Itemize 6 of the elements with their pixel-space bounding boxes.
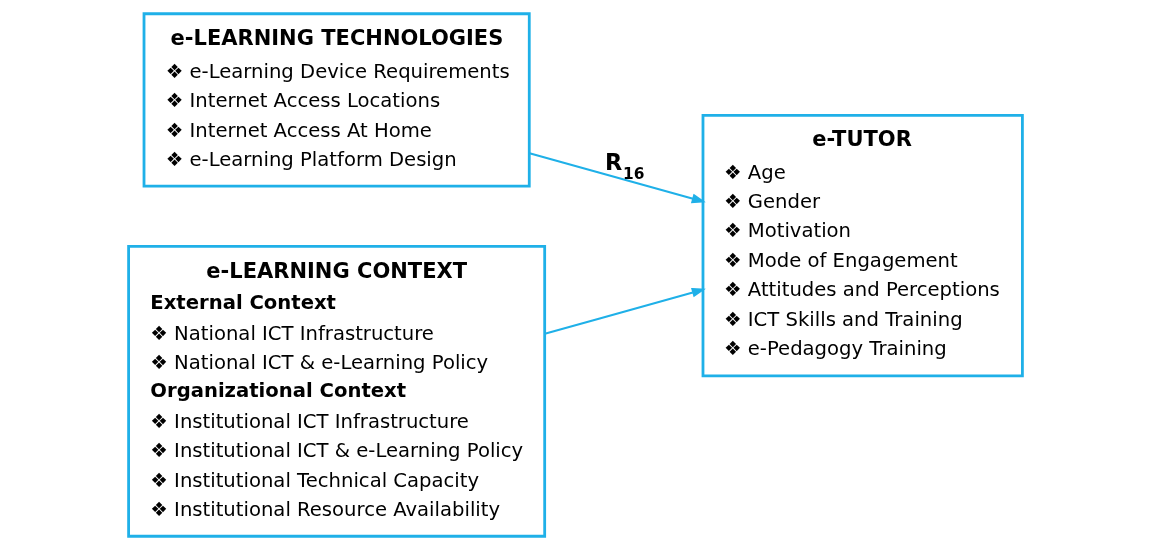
edge-label: R$_{16}$ (604, 148, 645, 183)
arrow (528, 152, 706, 204)
node-box: e-LEARNING TECHNOLOGIES ❖ e-Learning Device Requirements ❖ Internet Access Locations ❖ Internet Access At Home ❖ e-Learning Platform Design (142, 12, 531, 188)
arrow (544, 287, 706, 335)
node-box: e-LEARNING CONTEXT External Context ❖ National ICT Infrastructure ❖ National ICT & e-Learning Policy Organizational Context ❖ Institutional ICT Infrastructure ❖ Institutional ICT & e-Learning Policy ❖ Institutional Technical Capacity ❖ Institutional Resource Availability (126, 244, 546, 538)
node-box: e-TUTOR ❖ Age ❖ Gender ❖ Motivation ❖ Mode of Engagement ❖ Attitudes and Perceptions ❖ ICT Skills and Training ❖ e-Pedagogy Training (701, 113, 1024, 378)
